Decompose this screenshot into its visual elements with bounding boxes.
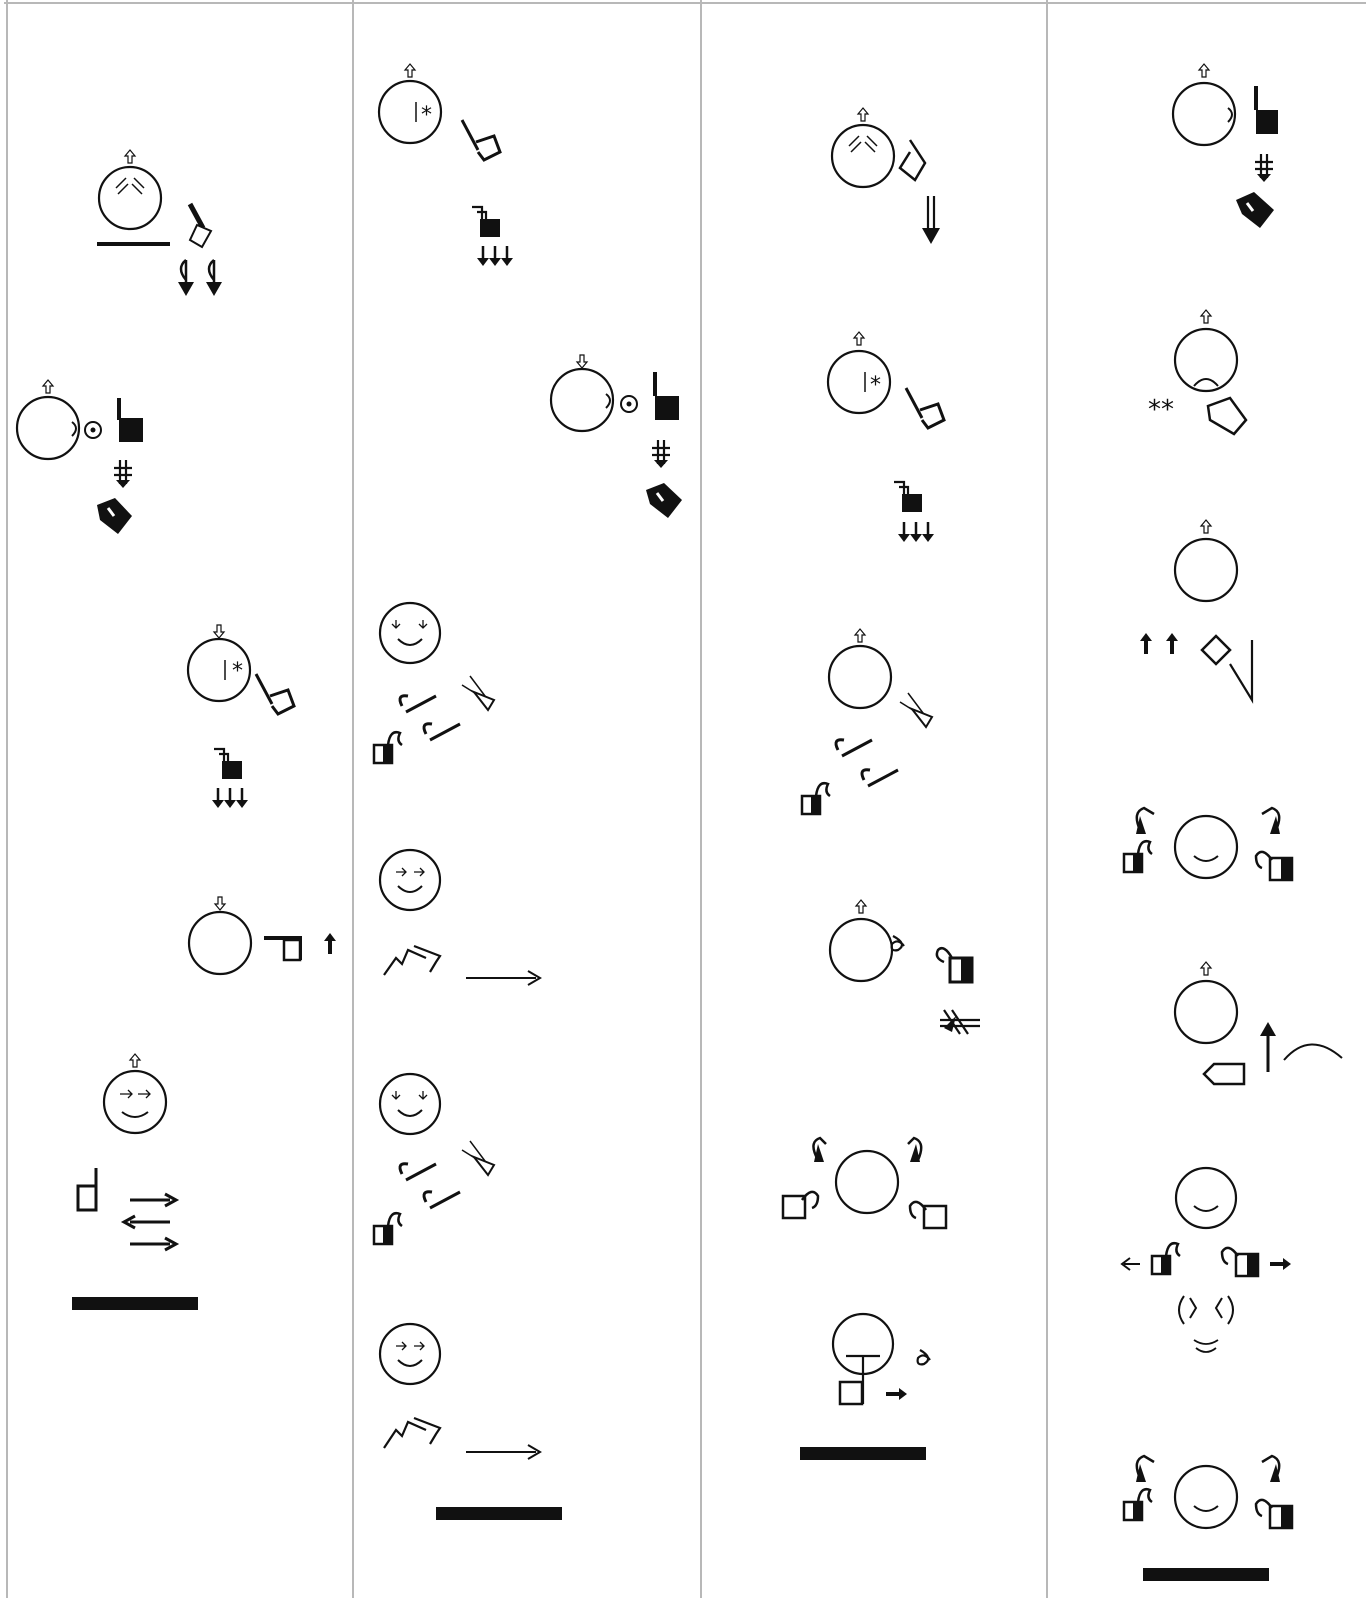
sign-2-5 [372, 1072, 496, 1246]
sign-4-2: ** [1148, 309, 1248, 436]
sign-3-3 [800, 628, 934, 816]
sign-3-6 [831, 1312, 931, 1406]
sign-4-6 [1120, 1166, 1291, 1353]
sign-1-3: * [186, 624, 296, 810]
svg-text:**: ** [1148, 395, 1174, 425]
sign-1-1 [97, 149, 222, 296]
sign-4-3 [1140, 519, 1254, 704]
svg-text:*: * [421, 103, 432, 128]
sign-1-2 [15, 379, 143, 534]
sentence-end-bar-4 [1143, 1568, 1269, 1581]
sign-4-1 [1171, 63, 1278, 228]
sign-2-6 [378, 1322, 542, 1460]
sign-2-2 [549, 354, 682, 518]
sign-3-4 [828, 899, 980, 1035]
svg-text:*: * [870, 373, 881, 398]
sentence-end-bar-3 [800, 1447, 926, 1460]
sign-2-1: * [377, 63, 515, 268]
sign-2-4 [378, 848, 542, 986]
sign-2-3 [372, 601, 496, 765]
sentence-end-bar-1 [72, 1297, 198, 1310]
sentence-end-bar-2 [436, 1507, 562, 1520]
sign-1-4 [187, 896, 336, 976]
sign-4-7 [1122, 1454, 1294, 1530]
sign-1-5 [76, 1053, 180, 1252]
sign-4-4 [1122, 806, 1294, 882]
column-divider-left [6, 0, 8, 1598]
top-border [4, 2, 1366, 4]
column-divider-1 [352, 0, 354, 1598]
svg-text:*: * [232, 659, 243, 684]
column-divider-2 [700, 0, 702, 1598]
sign-3-2: * [826, 331, 946, 544]
column-divider-3 [1046, 0, 1048, 1598]
sign-3-5 [781, 1136, 948, 1230]
sign-4-5 [1173, 961, 1343, 1086]
sign-3-1 [830, 107, 940, 244]
